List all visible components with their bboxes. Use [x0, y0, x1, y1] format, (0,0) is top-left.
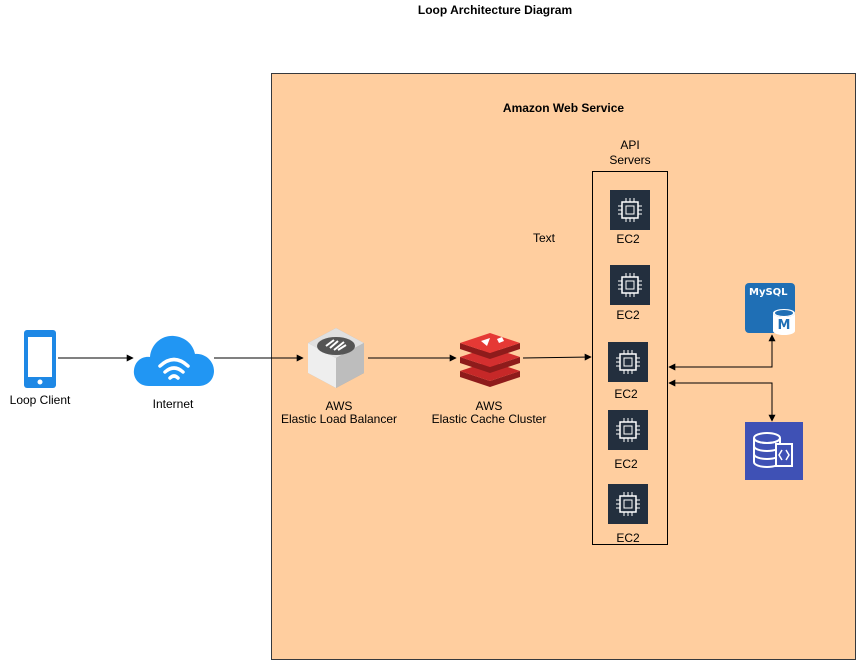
ec2-label: EC2 — [616, 308, 640, 322]
ec2-icon — [608, 410, 648, 450]
cache-label-line1: AWS — [475, 399, 503, 413]
elastic-load-balancer-icon — [308, 328, 364, 388]
stray-text-label: Text — [532, 231, 555, 245]
ec2-icon — [608, 484, 648, 524]
ec2-label: EC2 — [616, 531, 640, 545]
api-servers-group — [592, 171, 668, 545]
loop-client-label: Loop Client — [9, 393, 71, 407]
edge-api-mysql — [668, 334, 776, 371]
aws-container-label: Amazon Web Service — [502, 101, 625, 115]
elastic-cache-icon — [460, 333, 520, 387]
mysql-text: MySQL — [749, 287, 788, 298]
ec2-icon — [608, 342, 648, 382]
edge-cache-api — [522, 353, 592, 361]
elb-label-line2: Elastic Load Balancer — [280, 412, 398, 426]
database-icon — [745, 422, 803, 480]
cache-label-line2: Elastic Cache Cluster — [431, 412, 547, 426]
ec2-icon — [610, 265, 650, 305]
api-servers-label-line2: Servers — [609, 153, 651, 167]
internet-label: Internet — [152, 397, 194, 411]
internet-cloud-icon — [133, 335, 214, 386]
edge-api-database — [668, 379, 776, 422]
mysql-badge: M — [777, 318, 791, 333]
api-servers-label-line1: API — [620, 138, 640, 152]
ec2-label: EC2 — [616, 232, 640, 246]
mysql-database-icon: MySQL M — [745, 283, 797, 335]
ec2-label: EC2 — [614, 457, 638, 471]
diagram-title: Loop Architecture Diagram — [417, 3, 573, 17]
elb-label-line1: AWS — [325, 399, 353, 413]
ec2-label: EC2 — [614, 387, 638, 401]
mobile-phone-icon — [24, 330, 56, 388]
ec2-icon — [610, 190, 650, 230]
